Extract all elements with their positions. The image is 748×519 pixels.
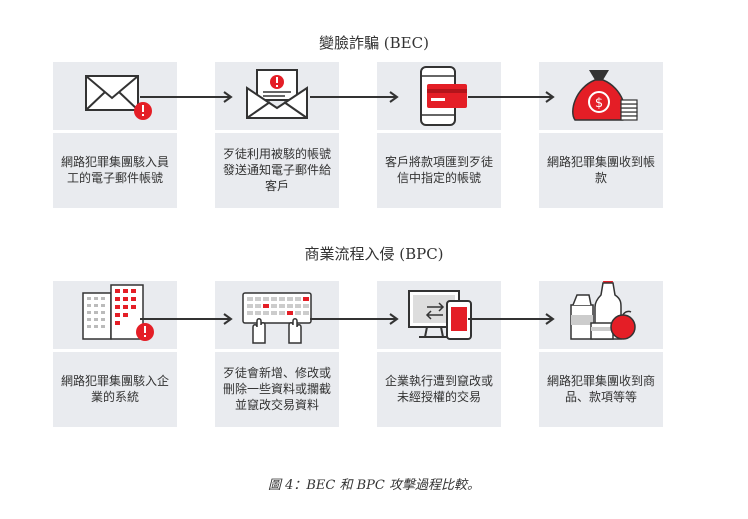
bec-step-1-text: 網路犯罪集團駭入員工的電子郵件帳號 xyxy=(61,155,170,185)
svg-text:$: $ xyxy=(595,96,603,111)
bec-step-3-text: 客戶將款項匯到歹徒信中指定的帳號 xyxy=(385,155,494,185)
phone-card-payment-icon xyxy=(420,66,467,126)
bec-arrow-1 xyxy=(140,91,233,103)
bec-step-4: $ 網路犯罪集團收到帳款 xyxy=(539,62,663,208)
bec-arrow-2 xyxy=(310,91,399,103)
open-envelope-alert-icon xyxy=(246,69,308,119)
bec-arrow-3 xyxy=(468,91,555,103)
bpc-step-4-text: 網路犯罪集團收到商品、款項等等 xyxy=(547,374,656,404)
bpc-step-1: 網路犯罪集團駭入企業的系統 xyxy=(53,281,177,427)
bec-step-2: 歹徒利用被駭的帳號發送通知電子郵件給客戶 xyxy=(215,62,339,208)
money-bag-icon: $ xyxy=(572,70,638,121)
bpc-step-2-text: 歹徒會新增、修改或刪除一些資料或攔截並竄改交易資料 xyxy=(223,366,332,412)
figure-caption: 圖 4：BEC 和 BPC 攻擊過程比較。 xyxy=(267,478,481,493)
bpc-step-3-text: 企業執行遭到竄改或未經授權的交易 xyxy=(385,374,494,404)
bec-step-2-text: 歹徒利用被駭的帳號發送通知電子郵件給客戶 xyxy=(223,147,332,193)
goods-products-icon xyxy=(570,281,636,340)
bec-title: 變臉詐騙 (BEC) xyxy=(319,34,429,52)
bpc-arrow-3 xyxy=(468,313,555,325)
bpc-arrow-1 xyxy=(140,313,233,325)
bec-step-1: 網路犯罪集團駭入員工的電子郵件帳號 xyxy=(53,62,177,208)
bpc-step-4: 網路犯罪集團收到商品、款項等等 xyxy=(539,281,663,427)
computer-transfer-icon xyxy=(408,290,472,340)
bec-step-3: 客戶將款項匯到歹徒信中指定的帳號 xyxy=(377,62,501,208)
bec-step-4-text: 網路犯罪集團收到帳款 xyxy=(547,155,656,185)
bpc-step-2: 歹徒會新增、修改或刪除一些資料或攔截並竄改交易資料 xyxy=(215,281,339,427)
envelope-warning-icon xyxy=(85,75,152,120)
bpc-step-3: 企業執行遭到竄改或未經授權的交易 xyxy=(377,281,501,427)
hacked-building-icon xyxy=(82,284,154,341)
bpc-step-1-text: 網路犯罪集團駭入企業的系統 xyxy=(61,374,170,404)
bpc-arrow-2 xyxy=(310,313,399,325)
bpc-title: 商業流程入侵 (BPC) xyxy=(304,245,444,263)
keyboard-hands-icon xyxy=(242,292,312,344)
